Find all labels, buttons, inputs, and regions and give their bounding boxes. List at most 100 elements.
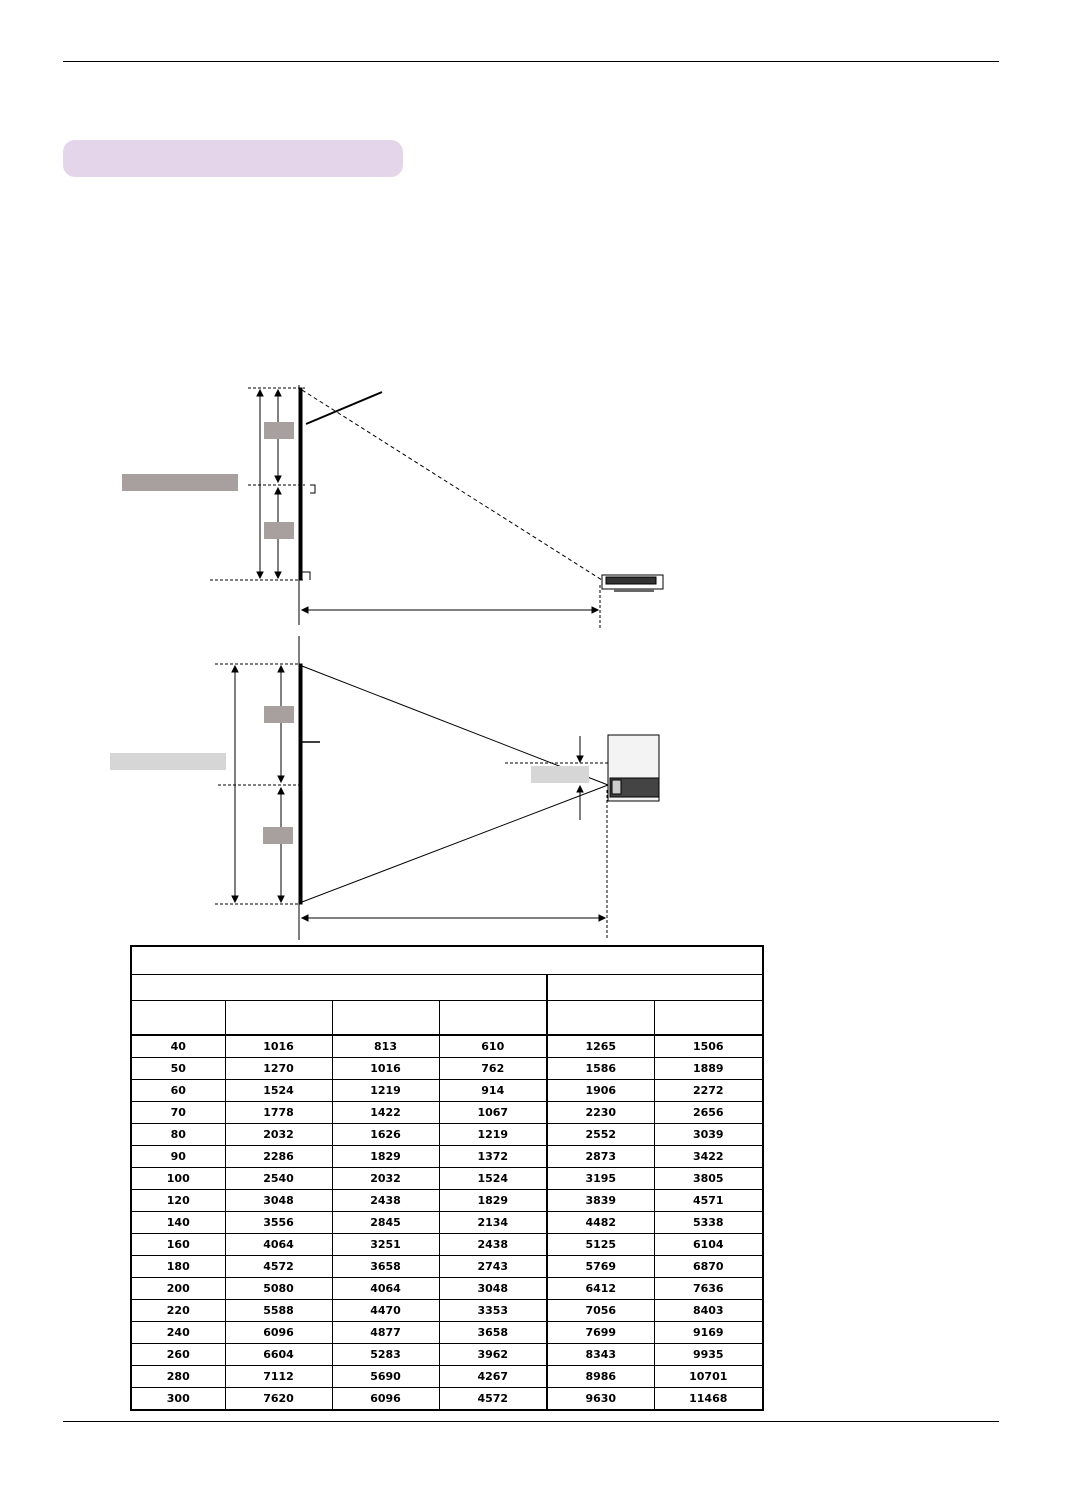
table-cell: 7699 [546, 1321, 655, 1344]
table-cell: 3353 [438, 1299, 548, 1322]
table-cell: 5690 [331, 1365, 440, 1388]
table-group-row [130, 974, 764, 1001]
table-cell: 1889 [653, 1057, 764, 1080]
table-cell: 2552 [546, 1123, 655, 1146]
table-cell: 8403 [653, 1299, 764, 1322]
table-cell: 2032 [224, 1123, 333, 1146]
table-cell: 5080 [224, 1277, 333, 1300]
label-box-lower [264, 522, 294, 539]
table-cell: 2134 [438, 1211, 548, 1234]
table-cell: 8986 [546, 1365, 655, 1388]
col-header [438, 1000, 548, 1036]
table-cell: 4482 [546, 1211, 655, 1234]
table-cell: 80 [130, 1123, 226, 1146]
table-cell: 8343 [546, 1343, 655, 1366]
table-cell: 2286 [224, 1145, 333, 1168]
col-header [331, 1000, 440, 1036]
table-cell: 50 [130, 1057, 226, 1080]
label-box-width [110, 753, 226, 770]
section-title-pill [63, 140, 403, 177]
table-cell: 2032 [331, 1167, 440, 1190]
table-cell: 3195 [546, 1167, 655, 1190]
table-cell: 5125 [546, 1233, 655, 1256]
table-title [130, 945, 764, 975]
table-cell: 2540 [224, 1167, 333, 1190]
table-cell: 4267 [438, 1365, 548, 1388]
table-cell: 6096 [224, 1321, 333, 1344]
table-cell: 1219 [438, 1123, 548, 1146]
table-cell: 70 [130, 1101, 226, 1124]
table-cell: 5338 [653, 1211, 764, 1234]
beam-upper [301, 665, 609, 786]
table-cell: 1016 [224, 1034, 333, 1058]
table-cell: 610 [438, 1034, 548, 1058]
table-cell: 4572 [438, 1387, 548, 1411]
table-cell: 5769 [546, 1255, 655, 1278]
table-cell: 6104 [653, 1233, 764, 1256]
label-box-lens-offset [531, 766, 589, 783]
label-box-offset [122, 474, 238, 491]
table-cell: 180 [130, 1255, 226, 1278]
top-view [215, 636, 660, 940]
table-title-row [130, 945, 764, 975]
table-cell: 7620 [224, 1387, 333, 1411]
table-cell: 1016 [331, 1057, 440, 1080]
table-cell: 220 [130, 1299, 226, 1322]
label-box-upper-2 [264, 706, 294, 723]
table-cell: 200 [130, 1277, 226, 1300]
table-cell: 2438 [438, 1233, 548, 1256]
table-cell: 914 [438, 1079, 548, 1102]
footer-rule [63, 1421, 999, 1422]
table-cell: 762 [438, 1057, 548, 1080]
table-cell: 1270 [224, 1057, 333, 1080]
table-cell: 3422 [653, 1145, 764, 1168]
table-cell: 2438 [331, 1189, 440, 1212]
table-cell: 2873 [546, 1145, 655, 1168]
arrow-head-left [300, 606, 309, 614]
projector-front [607, 734, 660, 802]
table-cell: 1422 [331, 1101, 440, 1124]
projection-line [301, 389, 603, 581]
table-cell: 1067 [438, 1101, 548, 1124]
table-cell: 2656 [653, 1101, 764, 1124]
table-column-headers [130, 1000, 764, 1036]
table-cell: 1265 [546, 1034, 655, 1058]
table-cell: 1524 [224, 1079, 333, 1102]
table-cell: 3962 [438, 1343, 548, 1366]
table-cell: 3039 [653, 1123, 764, 1146]
table-cell: 90 [130, 1145, 226, 1168]
side-view [210, 385, 664, 628]
table-cell: 2743 [438, 1255, 548, 1278]
table-cell: 3805 [653, 1167, 764, 1190]
table-cell: 2845 [331, 1211, 440, 1234]
table-cell: 813 [331, 1034, 440, 1058]
table-cell: 300 [130, 1387, 226, 1411]
table-cell: 6412 [546, 1277, 655, 1300]
table-cell: 10701 [653, 1365, 764, 1388]
table-cell: 9630 [546, 1387, 655, 1411]
table-cell: 7636 [653, 1277, 764, 1300]
table-cell: 4470 [331, 1299, 440, 1322]
table-cell: 1829 [438, 1189, 548, 1212]
header-rule [63, 61, 999, 62]
screen-2 [298, 663, 303, 905]
table-cell: 2272 [653, 1079, 764, 1102]
label-box-upper [264, 422, 294, 439]
table-cell: 1906 [546, 1079, 655, 1102]
table-cell: 280 [130, 1365, 226, 1388]
table-cell: 1626 [331, 1123, 440, 1146]
table-cell: 7112 [224, 1365, 333, 1388]
table-cell: 260 [130, 1343, 226, 1366]
